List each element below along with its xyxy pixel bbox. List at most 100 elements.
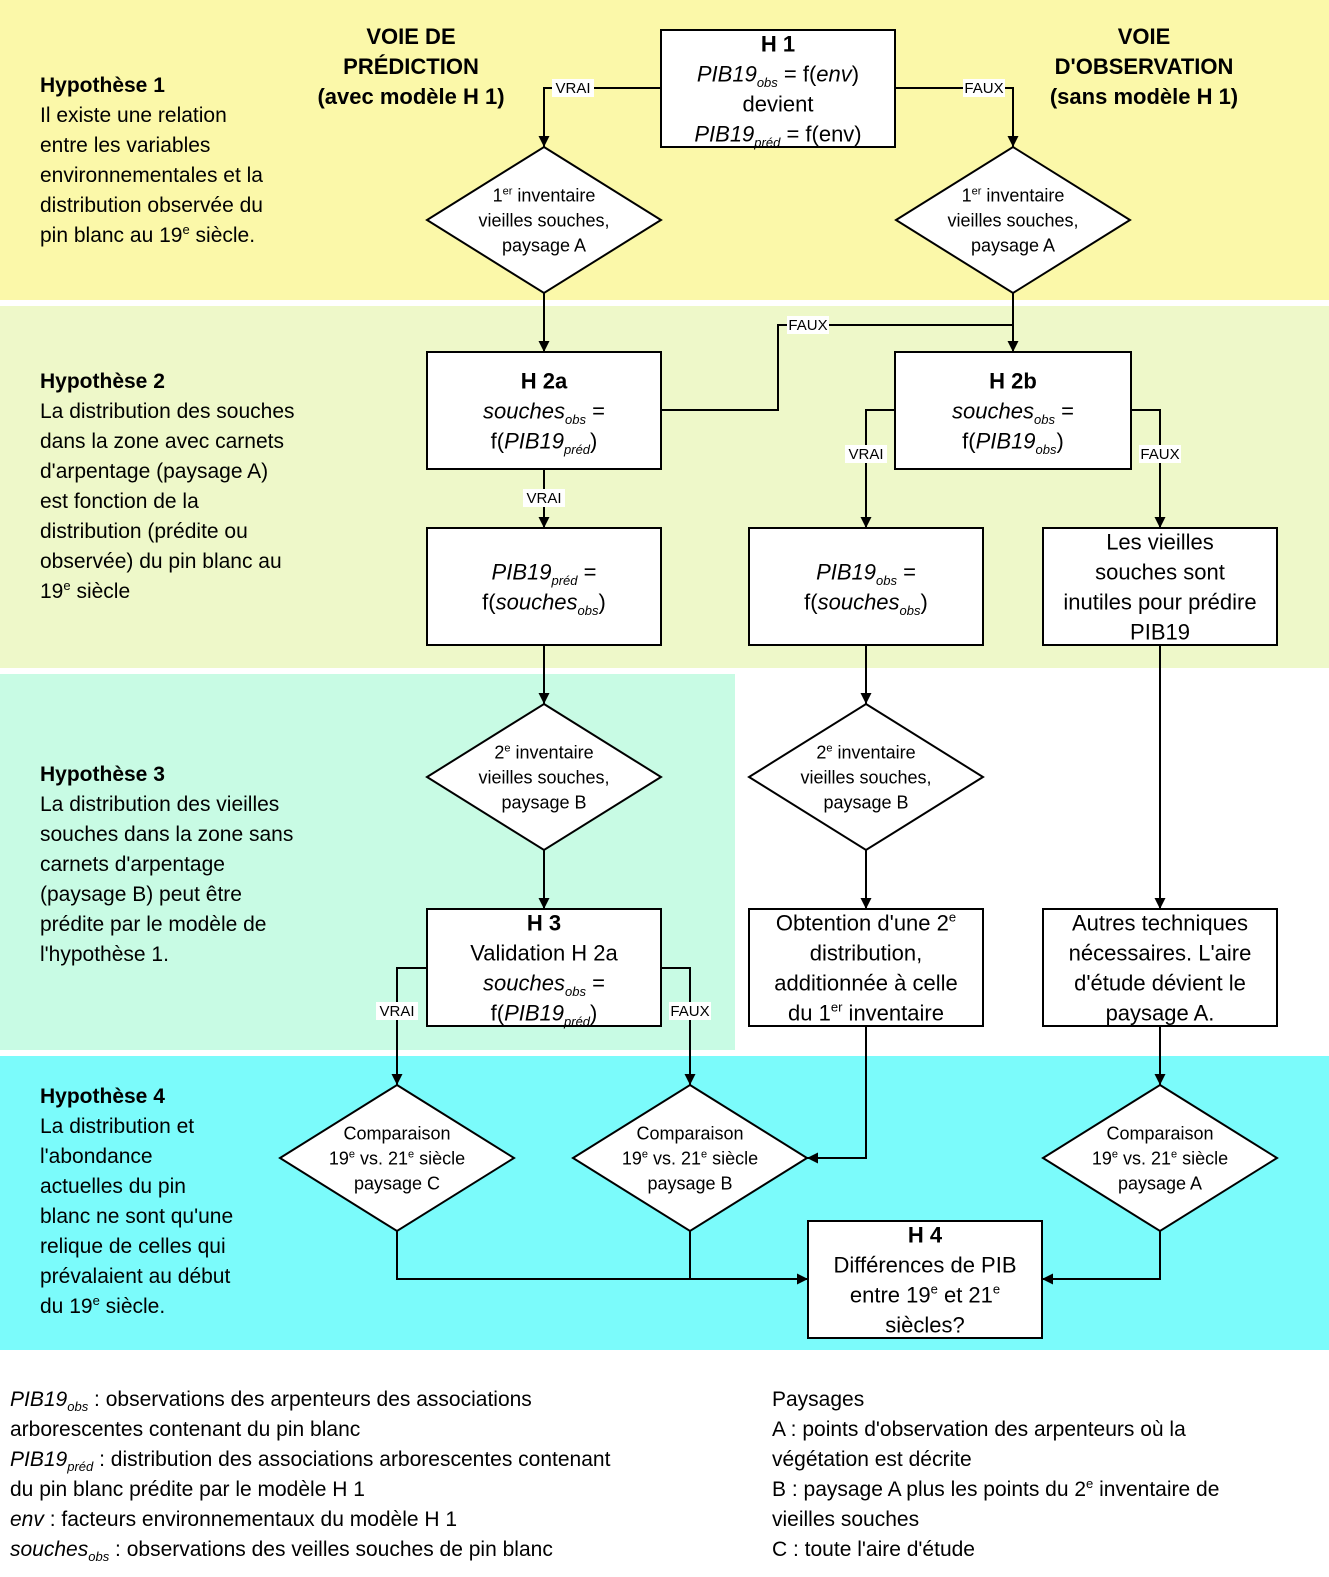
node-text-line: 19e vs. 21e siècle [329, 1148, 465, 1168]
hypothesis-text-line: La distribution des vieilles [40, 793, 280, 816]
hypothesis-text-line: prévalaient au début [40, 1265, 231, 1288]
node-text-run: = [578, 559, 597, 584]
node-text-run: H 3 [527, 910, 561, 935]
node-text-run: obs [565, 984, 586, 999]
hypothesis-4-title: Hypothèse 4 [40, 1085, 165, 1108]
node-text-run: 1 [493, 185, 503, 205]
node-text-run: inventaire [511, 742, 594, 762]
legend-line: B : paysage A plus les points du 2e inve… [772, 1476, 1220, 1501]
hypothesis-text-line: environnementales et la [40, 164, 263, 187]
node-text-line: du 1er inventaire [788, 1000, 944, 1026]
node-text-run: inventaire [981, 185, 1064, 205]
node-text-run: siècle [414, 1148, 465, 1168]
node-text-run: entre 19 [850, 1282, 931, 1307]
flowchart-edges [391, 87, 1166, 1285]
node-text-run: souches [818, 589, 900, 614]
edge-connector [1042, 1231, 1161, 1285]
node-text-line: 2e inventaire [816, 742, 915, 762]
hypothesis-text-line: l'hypothèse 1. [40, 943, 169, 966]
node-text-line: f(souchesobs) [482, 589, 606, 618]
node-text-run: paysage A [502, 235, 586, 255]
legend-line: PIB19obs : observations des arpenteurs d… [10, 1388, 532, 1415]
node-text-run: H 1 [761, 31, 795, 56]
node-text-line: Comparaison [636, 1123, 743, 1143]
hypothesis-text-line: relique de celles qui [40, 1235, 226, 1258]
voie-prediction-line-1: VOIE DE [366, 24, 456, 49]
voie-prediction-label: VOIE DE PRÉDICTION (avec modèle H 1) [300, 22, 522, 112]
node-text-run: nécessaires. L'aire [1069, 940, 1252, 965]
node-text-run: devient [743, 91, 814, 116]
node-text-run: inventaire [833, 742, 916, 762]
node-text-run: paysage B [647, 1173, 732, 1193]
node-text-line: f(PIB19préd) [491, 428, 598, 457]
hypothesis-3-text: La distribution des vieilles souches dans… [40, 790, 350, 970]
node-text-run: e [931, 1282, 938, 1297]
hypothesis-1-title: Hypothèse 1 [40, 74, 165, 97]
node-text-line: vieilles souches, [947, 210, 1078, 230]
node-text-run: f( [804, 589, 818, 614]
node-text-line: souchesobs = [952, 398, 1074, 427]
edge-label-faux: FAUX [963, 79, 1005, 97]
node-text-run: vs. 21 [355, 1148, 408, 1168]
node-diamond [1041, 1083, 1279, 1233]
node-text-line: souchesobs = [483, 398, 605, 427]
node-diamond [425, 702, 663, 852]
legend-line: C : toute l'aire d'étude [772, 1538, 975, 1561]
edge-label-bg [787, 316, 829, 334]
edge-label-text: FAUX [788, 317, 827, 334]
node-diamond [894, 145, 1132, 295]
node-text-run: additionnée à celle [774, 970, 957, 995]
node-text-run: du 1 [788, 1000, 831, 1025]
node-obtention: Obtention d'une 2edistribution,additionn… [748, 908, 984, 1027]
node-diamond [278, 1083, 516, 1233]
hypothesis-text-line: est fonction de la [40, 490, 199, 513]
node-text-line: entre 19e et 21e [850, 1282, 1000, 1308]
node-text-run: Comparaison [636, 1123, 743, 1143]
node-text-line: additionnée à celle [774, 970, 957, 995]
edge-label-text: VRAI [848, 446, 883, 463]
legend-line: du pin blanc prédite par le modèle H 1 [10, 1478, 365, 1501]
hypothesis-text-line: souches dans la zone sans [40, 823, 294, 846]
node-text-run: paysage B [823, 792, 908, 812]
edge-label-text: VRAI [379, 1003, 414, 1020]
edge-connector [661, 324, 1013, 411]
node-text-run: ) [921, 589, 928, 614]
voie-observation-label: VOIE D'OBSERVATION (sans modèle H 1) [1030, 22, 1258, 112]
hypothesis-text-line: 19e siècle [40, 578, 131, 603]
node-text-run: PIB19 [504, 1000, 564, 1025]
node-text-run: préd [550, 573, 578, 588]
node-text-run: ) [590, 1000, 597, 1025]
edge-label-bg [523, 489, 565, 507]
legend-line: Paysages [772, 1388, 865, 1411]
edge-label-bg [376, 1002, 418, 1020]
edge-connector [661, 967, 696, 1085]
node-text-line: H 2a [521, 368, 568, 393]
node-text-run: H 2b [989, 368, 1037, 393]
edge-connector [895, 87, 1019, 147]
hypothesis-text-line: actuelles du pin [40, 1175, 186, 1198]
legend-line: végétation est décrite [772, 1448, 972, 1471]
hypothesis-text-line: (paysage B) peut être [40, 883, 242, 906]
node-box [1042, 908, 1278, 1027]
edge-label-text: FAUX [964, 80, 1003, 97]
node-text-run: PIB19 [976, 428, 1036, 453]
node-text-line: d'étude dévient le [1074, 970, 1246, 995]
node-text-line: Comparaison [343, 1123, 450, 1143]
node-text-run: obs [1036, 442, 1057, 457]
node-text-run: préd [563, 442, 591, 457]
hypothesis-3-title: Hypothèse 3 [40, 763, 165, 786]
edge-connector [860, 409, 895, 528]
legend-line: PIB19préd : distribution des association… [10, 1448, 611, 1475]
node-text-line: 1er inventaire [962, 185, 1065, 205]
edge-connector [1131, 409, 1166, 528]
hypothesis-text-line: dans la zone avec carnets [40, 430, 284, 453]
node-text-run: Comparaison [1106, 1123, 1213, 1143]
node-text-line: PIB19 [1130, 619, 1190, 644]
node-text-run: 2 [494, 742, 504, 762]
